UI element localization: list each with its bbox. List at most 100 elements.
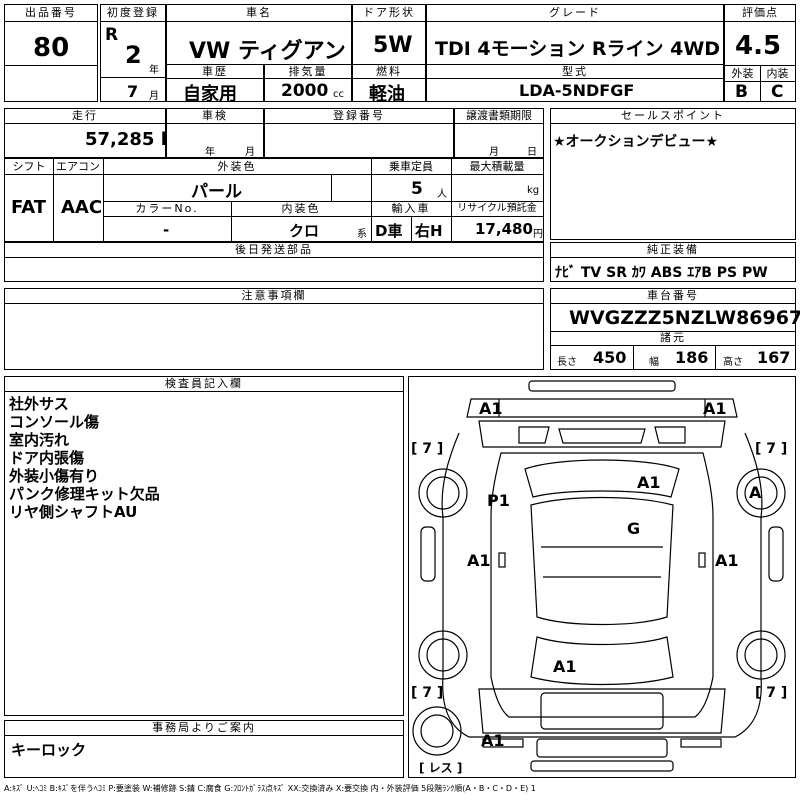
inspector-note: 外装小傷有り — [9, 467, 100, 485]
inspector-note: ドア内張傷 — [9, 449, 85, 467]
registration-number-box: 登録番号 — [264, 108, 454, 158]
fuel-label: 燃料 — [376, 65, 402, 78]
mileage-value: 57,285 km — [85, 129, 192, 150]
length-value: 450 — [593, 348, 627, 367]
sales-point-label: セールスポイント — [621, 109, 725, 122]
exterior-grade: B — [735, 82, 748, 102]
inspector-note: 社外サス — [9, 395, 69, 413]
grade-box: グレード TDI 4モーション Rライン 4WD — [426, 4, 724, 66]
capacity-unit: 人 — [437, 189, 447, 200]
mark-rear-center: A1 — [553, 657, 577, 676]
inspection-box: 車検 年 月 — [166, 108, 264, 158]
equipment-box: 純正装備 ﾅﾋﾞ TV SR ｶﾜ ABS ｴｱB PS PW — [550, 242, 796, 282]
vehicle-name-label: 車名 — [246, 6, 272, 19]
recycle-unit: 円 — [533, 229, 543, 240]
door-type-label: ドア形状 — [363, 6, 415, 19]
length-label: 長さ — [557, 357, 577, 368]
history-box: 車歴 自家用 — [166, 64, 264, 105]
interior-color-label: 内装色 — [281, 202, 321, 215]
grade-value: TDI 4モーション Rライン 4WD — [435, 38, 721, 60]
mark-tire-rl: [ 7 ] — [411, 685, 444, 701]
displacement-unit: cc — [333, 89, 344, 100]
caution-label: 注意事項欄 — [241, 289, 307, 302]
lot-number-box: 出品番号 80 — [4, 4, 98, 102]
shift-label: シフト — [12, 160, 46, 173]
reg-month-value: 7 — [127, 82, 139, 101]
later-parts-box: 後日発送部品 — [4, 242, 544, 282]
height-value: 167 — [757, 348, 791, 367]
model-code-value: LDA-5NDFGF — [519, 81, 635, 100]
door-type-value: 5W — [373, 33, 413, 58]
door-type-box: ドア形状 5W — [352, 4, 426, 66]
mark-tire-rr: [ 7 ] — [755, 685, 788, 701]
exterior-label: 外装 — [731, 67, 754, 80]
mark-rear-bottom: A1 — [481, 731, 505, 750]
office-box: 事務局よりご案内 キーロック — [4, 720, 404, 778]
mileage-box: 走行 57,285 km — [4, 108, 191, 158]
inspector-box: 検査員記入欄 社外サス コンソール傷 室内汚れ ドア内張傷 外装小傷有り パンク… — [4, 376, 404, 716]
inspector-note: コンソール傷 — [9, 413, 100, 431]
reg-year-value: 2 — [125, 41, 142, 69]
lot-number-value: 80 — [33, 33, 70, 63]
era-value: R — [105, 25, 119, 45]
sales-point-value: ★オークションデビュー★ — [553, 134, 719, 150]
fuel-box: 燃料 軽油 — [352, 64, 426, 105]
inspector-note: リヤ側シャフトAU — [9, 503, 138, 521]
chassis-label: 車台番号 — [647, 289, 699, 302]
mark-front-right: A1 — [703, 399, 727, 418]
aircon-value: AAC — [61, 197, 103, 218]
inspection-label: 車検 — [202, 109, 228, 122]
exterior-color-label: 外装色 — [217, 160, 257, 173]
grade-label: グレード — [549, 6, 601, 19]
sales-point-box: セールスポイント ★オークションデビュー★ — [550, 108, 796, 240]
recycle-value: 17,480 — [475, 220, 533, 238]
specs-label: 諸元 — [660, 331, 686, 344]
model-code-label: 型式 — [562, 65, 588, 78]
inspector-note: パンク修理キット欠品 — [9, 485, 160, 503]
recycle-label: リサイクル預託金 — [457, 203, 537, 214]
import-label: 輸入車 — [391, 202, 431, 215]
first-registration-box: 初度登録 R 2 年 7 月 — [100, 4, 166, 102]
chassis-box: 車台番号 WVGZZZ5NZLW869676 諸元 長さ 450 幅 186 高… — [550, 288, 800, 370]
first-registration-label: 初度登録 — [107, 6, 159, 19]
score-value: 4.5 — [735, 31, 782, 61]
score-box: 評価点 4.5 外装 内装 B C — [724, 4, 796, 102]
legend-text: A:ｷｽﾞ U:ﾍｺﾐ B:ｷｽﾞを伴うﾍｺﾐ P:要塗装 W:補修跡 S:錆 … — [4, 784, 536, 793]
capacity-value: 5 — [411, 179, 423, 199]
width-value: 186 — [675, 348, 709, 367]
exterior-color-value: パール — [191, 182, 242, 202]
import-maker: D車 — [375, 222, 403, 240]
later-parts-label: 後日発送部品 — [235, 243, 313, 256]
transfer-deadline-label: 譲渡書類期限 — [466, 109, 532, 122]
inspector-note: 室内汚れ — [9, 431, 70, 449]
shift-value: FAT — [11, 197, 47, 218]
transfer-day-unit: 日 — [527, 147, 537, 158]
mark-wheel-fr: A — [749, 483, 762, 502]
inspection-month-unit: 月 — [245, 147, 255, 158]
displacement-label: 排気量 — [288, 65, 328, 78]
spec-grid: シフト FAT エアコン AAC 外装色 パール 乗車定員 5 人 最大積載量 … — [4, 158, 544, 242]
model-code-box: 型式 LDA-5NDFGF — [426, 64, 724, 102]
car-body-diagram — [412, 380, 786, 772]
office-label: 事務局よりご案内 — [152, 721, 256, 734]
mark-roof: A1 — [637, 473, 661, 492]
equipment-label: 純正装備 — [647, 243, 699, 256]
aircon-label: エアコン — [56, 160, 100, 173]
mark-spare: [ レス ] — [419, 761, 463, 775]
vehicle-name-value: VW ティグアン — [189, 39, 346, 64]
capacity-label: 乗車定員 — [389, 160, 433, 173]
displacement-box: 排気量 2000 cc — [264, 64, 352, 102]
max-load-label: 最大積載量 — [469, 160, 525, 173]
equipment-items: ﾅﾋﾞ TV SR ｶﾜ ABS ｴｱB PS PW — [555, 265, 768, 281]
mark-glass: G — [627, 519, 641, 538]
mark-left-side: P1 — [487, 491, 510, 510]
chassis-value: WVGZZZ5NZLW869676 — [569, 307, 800, 329]
vehicle-name-box: 車名 VW ティグアン — [166, 4, 352, 66]
caution-box: 注意事項欄 — [4, 288, 544, 370]
score-label: 評価点 — [742, 6, 778, 19]
mileage-label: 走行 — [72, 109, 98, 122]
displacement-value: 2000 — [281, 81, 329, 101]
fuel-value: 軽油 — [369, 84, 405, 105]
mark-door-right: A1 — [715, 551, 739, 570]
office-value: キーロック — [11, 741, 87, 759]
